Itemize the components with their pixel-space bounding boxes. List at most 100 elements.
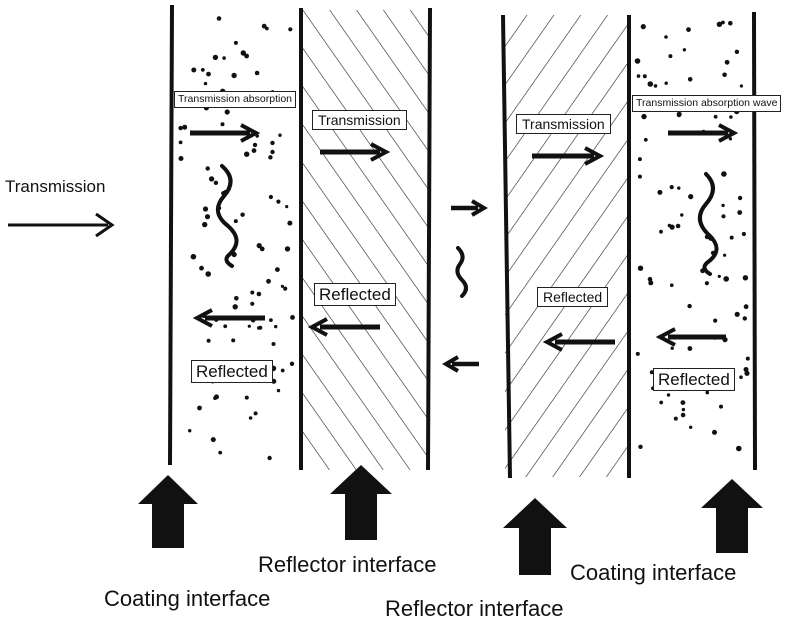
- coating-interface-left-label: Coating interface: [104, 586, 271, 611]
- coating-dot: [290, 315, 295, 320]
- coating-dot: [643, 137, 648, 142]
- coating-dot: [244, 53, 250, 59]
- coating-dot: [191, 67, 197, 73]
- coating-dot: [723, 276, 729, 282]
- gap-back-arrow: [442, 355, 479, 373]
- coating-dot: [254, 70, 260, 76]
- coating-dot: [705, 390, 710, 395]
- coating-dot: [687, 77, 693, 82]
- coating-dot: [252, 142, 258, 148]
- coating-dot: [687, 303, 692, 309]
- coating-dot: [743, 304, 749, 310]
- coating-dot: [178, 156, 184, 161]
- coating-dot: [667, 223, 672, 228]
- coating-dot: [640, 24, 646, 30]
- coating-dot: [719, 404, 723, 409]
- reflector-interface-right-label: Reflector interface: [385, 596, 564, 621]
- coating-dot: [266, 278, 271, 284]
- coating-dot: [220, 122, 225, 127]
- coating-dot: [653, 84, 658, 88]
- coating-dot: [213, 180, 219, 185]
- coating-dot: [200, 68, 205, 72]
- coating-dot: [287, 220, 293, 226]
- incident-transmission-label: Transmission: [5, 177, 106, 196]
- coating-dot: [197, 405, 202, 411]
- coating-dot: [739, 84, 744, 88]
- coating-dot: [231, 72, 237, 79]
- coating-dot: [276, 199, 281, 204]
- coating-dot: [182, 124, 188, 130]
- left-reflector-layer: [301, 10, 428, 470]
- right-absorption-wave: [698, 172, 719, 276]
- coating-dot: [232, 304, 238, 310]
- right-coating-forward-arrow: [668, 123, 739, 143]
- left-coating-reflected-label: Reflected: [191, 360, 273, 383]
- coating-dot: [712, 429, 717, 435]
- coating-dot: [741, 231, 747, 237]
- coating-dot: [178, 125, 183, 131]
- coating-dot: [664, 81, 668, 85]
- coating-dot: [704, 281, 710, 286]
- coating-dot: [670, 283, 674, 288]
- reflector-interface-right-up-arrow: [503, 498, 567, 575]
- left-absorption-wave: [216, 164, 239, 268]
- coating-dot: [224, 109, 230, 115]
- coating-dot: [728, 20, 733, 26]
- coating-dot: [231, 338, 236, 343]
- coating-interface-left-up-arrow: [138, 475, 198, 548]
- gap-forward-arrow: [451, 199, 488, 217]
- coating-dot: [284, 246, 291, 252]
- coating-dot: [278, 133, 282, 137]
- coating-dot: [247, 324, 251, 328]
- coating-dot: [745, 356, 750, 361]
- coating-dot: [212, 54, 219, 61]
- coating-dot: [647, 276, 653, 282]
- coating-dot: [637, 174, 642, 179]
- coating-dot: [270, 140, 275, 146]
- coating-interface-right-label: Coating interface: [570, 560, 737, 585]
- gap-wave: [455, 246, 468, 298]
- coating-dot: [642, 74, 647, 79]
- coating-dot: [680, 400, 686, 405]
- coating-dot: [744, 370, 750, 376]
- coating-dot: [721, 214, 726, 219]
- right-coating-dots: [634, 20, 750, 452]
- left-coating-back-arrow: [192, 308, 265, 328]
- coating-dot: [734, 49, 740, 54]
- right-coating-back-arrow: [655, 327, 726, 347]
- coating-dot: [716, 21, 723, 27]
- right-reflector-back-arrow: [542, 332, 615, 352]
- coating-dot: [271, 342, 276, 346]
- right-coating-outer-line: [752, 11, 757, 471]
- coating-dot: [687, 346, 693, 351]
- coating-dot: [270, 149, 275, 155]
- coating-dot: [256, 243, 262, 249]
- coating-dot: [280, 284, 284, 288]
- right-reflector-reflected-label: Reflected: [537, 287, 609, 307]
- coating-dot: [681, 407, 686, 412]
- coating-dot: [206, 71, 211, 77]
- coating-dot: [659, 400, 664, 405]
- coating-dot: [742, 275, 749, 281]
- coating-dot: [676, 113, 682, 118]
- coating-dot: [250, 290, 255, 295]
- coating-dot: [250, 301, 255, 306]
- left-coating-forward-arrow: [190, 123, 261, 143]
- left-transmission-absorption-label: Transmission absorption: [174, 91, 296, 108]
- coating-dot: [202, 206, 209, 212]
- coating-dot: [734, 311, 740, 317]
- coating-dot: [275, 267, 280, 272]
- coating-dot: [203, 81, 208, 86]
- coating-dot: [208, 176, 215, 182]
- coating-dot: [637, 265, 644, 271]
- coating-dot: [721, 171, 727, 177]
- coating-dot: [269, 318, 273, 322]
- coating-dot: [289, 361, 295, 366]
- coating-dot: [637, 157, 642, 162]
- coating-dot: [285, 205, 289, 209]
- coating-dot: [669, 185, 674, 190]
- coating-dot: [204, 214, 211, 220]
- coating-dot: [256, 291, 262, 297]
- coating-dot: [248, 416, 253, 420]
